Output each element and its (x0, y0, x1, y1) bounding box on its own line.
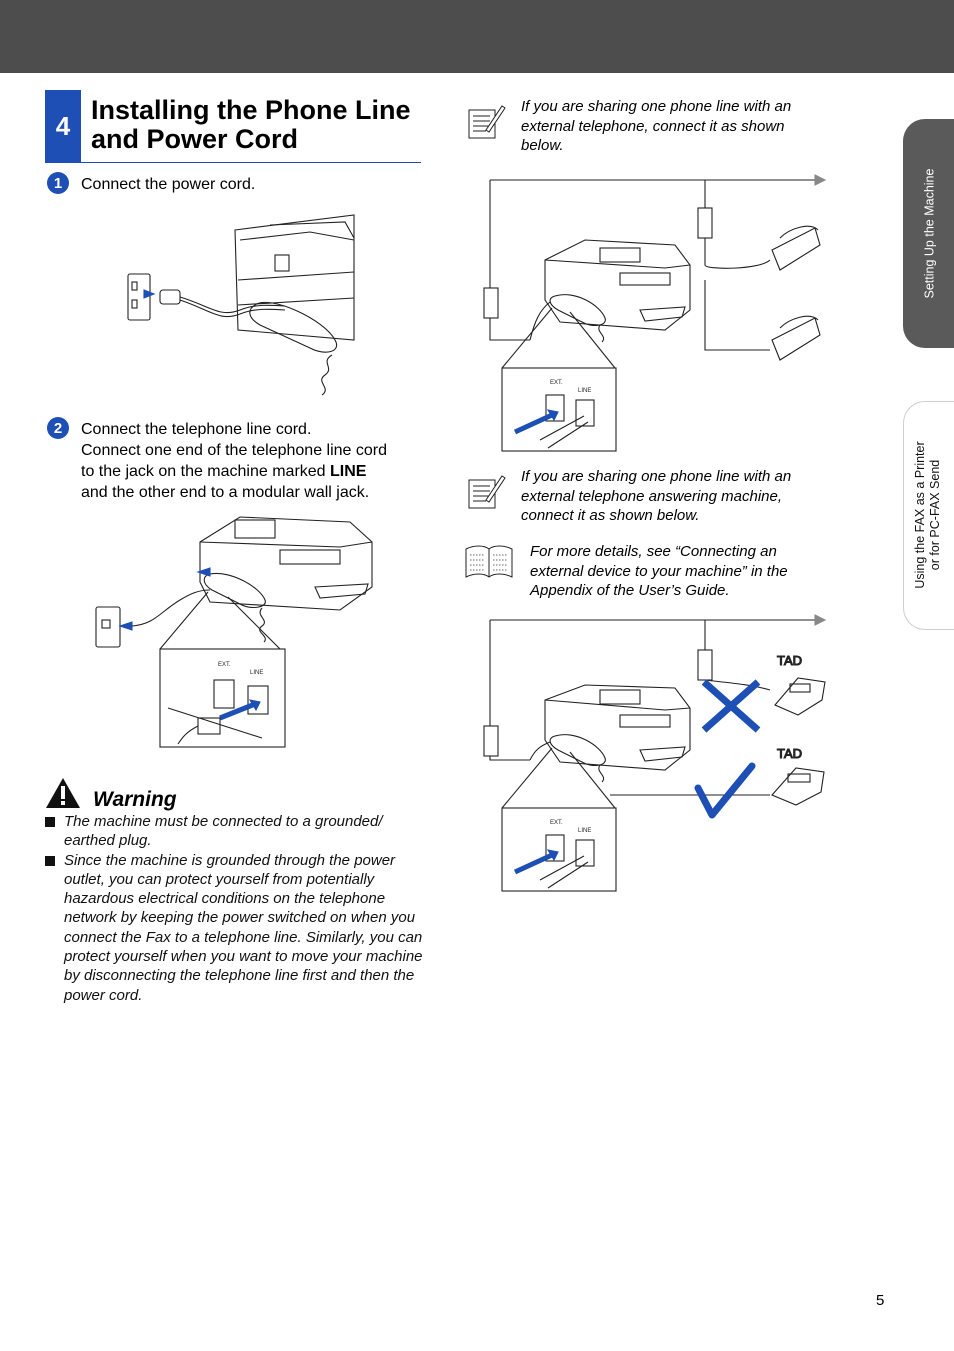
page-number: 5 (876, 1292, 885, 1309)
tab-using-fax-label: Using the FAX as a Printer or for PC-FAX… (913, 435, 943, 595)
note-pencil-icon (468, 475, 506, 509)
step-2-line4: and the other end to a modular wall jack… (81, 484, 370, 501)
callout-b-line-label: LINE (578, 828, 591, 834)
note-external-telephone: If you are sharing one phone line with a… (521, 98, 792, 154)
step-1-badge: 1 (47, 172, 69, 194)
section-rule (81, 162, 421, 163)
warning-heading: Warning (93, 788, 177, 811)
step-2-text: Connect the telephone line cord. Connect… (81, 419, 387, 503)
step-2-line3-text: to the jack on the machine marked (81, 463, 331, 480)
callout-ext-label: EXT. (218, 662, 231, 668)
section-title-line1: Installing the Phone Line (91, 95, 411, 125)
line-cord-figure: EXT. LINE (90, 512, 390, 752)
section-number: 4 (45, 90, 81, 163)
answering-machine-diagram: TAD TAD EXT. LINE (480, 610, 830, 895)
external-telephone-diagram: EXT. LINE (480, 170, 830, 455)
book-icon (465, 545, 513, 578)
note-more-details: For more details, see “Connecting an ext… (530, 543, 788, 599)
warning-list: The machine must be connected to a groun… (45, 812, 425, 1005)
section-title-line2: and Power Cord (91, 124, 299, 154)
warning-icon (46, 778, 80, 808)
header-bar (0, 0, 954, 73)
warning-item-2: Since the machine is grounded through th… (45, 851, 425, 1005)
warning-item-1: The machine must be connected to a groun… (45, 812, 425, 851)
tad-label-2: TAD (777, 746, 802, 761)
step-1-text: Connect the power cord. (81, 176, 256, 193)
tad-label-1: TAD (777, 653, 802, 668)
tab-setting-up-machine[interactable]: Setting Up the Machine (903, 119, 954, 348)
callout-line-label: LINE (250, 670, 263, 676)
section-title: Installing the Phone Line and Power Cord (91, 96, 421, 154)
step-2-line1: Connect the telephone line cord. (81, 421, 312, 438)
power-cord-figure (120, 210, 360, 400)
callout-a-ext-label: EXT. (550, 380, 563, 386)
tab-using-fax-label-line1: Using the FAX as a Printer (913, 441, 927, 589)
step-2-line3: to the jack on the machine marked LINE (81, 461, 387, 482)
tab-using-fax-label-line2: or for PC-FAX Send (928, 459, 942, 571)
step-2-line2: Connect one end of the telephone line co… (81, 442, 388, 459)
note-answering-machine: If you are sharing one phone line with a… (521, 468, 792, 524)
tab-using-fax-as-printer[interactable]: Using the FAX as a Printer or for PC-FAX… (903, 401, 954, 630)
step-2-badge: 2 (47, 417, 69, 439)
callout-b-ext-label: EXT. (550, 820, 563, 826)
note-pencil-icon (468, 105, 506, 139)
line-jack-label: LINE (330, 463, 367, 480)
callout-a-line-label: LINE (578, 388, 591, 394)
tab-setting-up-machine-label: Setting Up the Machine (922, 168, 937, 299)
